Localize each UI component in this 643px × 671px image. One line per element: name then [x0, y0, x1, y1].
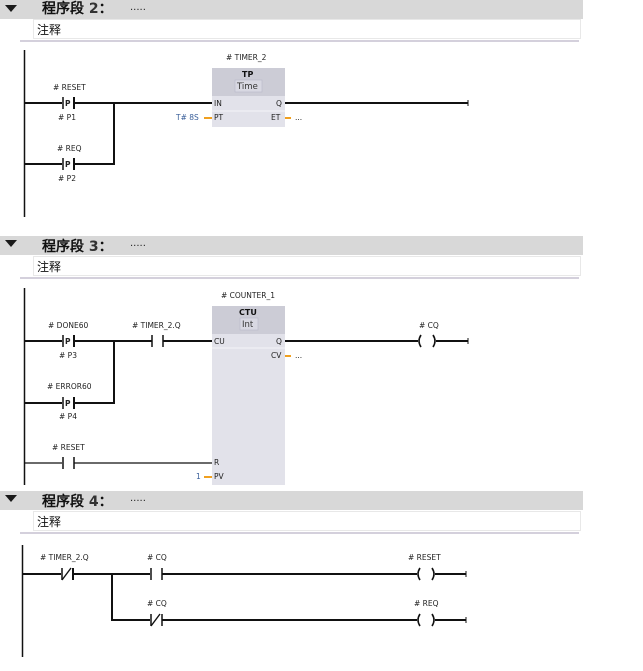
svg-text:P: P: [65, 399, 71, 408]
contact-operand[interactable]: # DONE60: [48, 321, 88, 330]
svg-text:Int: Int: [242, 320, 254, 330]
ctu-counter-block[interactable]: # COUNTER_1 CTU Int CU Q CV R PV: [212, 291, 285, 485]
separator: [20, 277, 579, 279]
p-contact-error60[interactable]: P: [62, 397, 75, 409]
block-instance-name[interactable]: # COUNTER_1: [221, 291, 275, 300]
pv-value[interactable]: 1: [196, 472, 201, 481]
separator: [20, 40, 579, 42]
network-comment-4[interactable]: 注释: [33, 511, 581, 531]
pin-q: Q: [276, 99, 282, 108]
coil-operand[interactable]: # REQ: [414, 599, 439, 608]
coil-operand[interactable]: # RESET: [408, 553, 441, 562]
block-type: CTU: [239, 308, 257, 317]
pin-pt: PT: [214, 113, 224, 122]
nc-contact-timer2-q[interactable]: [61, 567, 74, 581]
contact-operand[interactable]: # RESET: [53, 83, 86, 92]
collapse-triangle-icon[interactable]: [5, 5, 17, 12]
network-header-2[interactable]: 程序段 2： .....: [0, 0, 583, 19]
contact-operand[interactable]: # ERROR60: [47, 382, 92, 391]
nc-contact-cq[interactable]: [150, 613, 163, 627]
edge-memory-operand[interactable]: # P4: [59, 412, 77, 421]
separator: [20, 532, 579, 534]
no-contact-cq[interactable]: [150, 568, 163, 580]
pin-cv: CV: [271, 351, 282, 360]
edge-memory-operand[interactable]: # P1: [58, 113, 76, 122]
et-value[interactable]: ...: [295, 113, 302, 122]
contact-operand[interactable]: # CQ: [147, 599, 167, 608]
coil-req[interactable]: [417, 613, 435, 627]
network-2-ladder: P # RESET # P1 P # REQ # P2 # TIMER_2 TP…: [23, 50, 469, 217]
edge-memory-operand[interactable]: # P3: [59, 351, 77, 360]
block-type: TP: [242, 70, 253, 79]
tp-timer-block[interactable]: # TIMER_2 TP Time IN Q PT ET: [212, 53, 285, 127]
network-title: 程序段 3：: [42, 239, 113, 255]
comment-text: 注释: [37, 515, 62, 529]
contact-operand[interactable]: # CQ: [147, 553, 167, 562]
comment-text: 注释: [37, 23, 62, 37]
contact-operand[interactable]: # REQ: [57, 144, 82, 153]
svg-text:Time: Time: [236, 82, 258, 92]
svg-text:P: P: [65, 160, 71, 169]
network-3-ladder: P # DONE60 # P3 P # ERROR60 # P4 # TIMER…: [23, 288, 469, 485]
network-title: 程序段 2：: [42, 1, 113, 17]
collapse-triangle-icon[interactable]: [5, 495, 17, 502]
no-contact-timer2-q[interactable]: [151, 335, 164, 347]
network-4-ladder: # TIMER_2.Q # CQ # CQ # RESET # REQ: [21, 545, 467, 657]
contact-operand[interactable]: # TIMER_2.Q: [132, 321, 181, 330]
pt-value[interactable]: T# 8S: [175, 113, 199, 122]
comment-text: 注释: [37, 260, 62, 274]
no-contact-reset[interactable]: [62, 457, 75, 469]
svg-text:P: P: [65, 99, 71, 108]
cv-value[interactable]: ...: [295, 351, 302, 360]
p-contact-done60[interactable]: P: [62, 335, 75, 347]
p-contact-reset[interactable]: P: [62, 97, 75, 109]
network-header-3[interactable]: 程序段 3： .....: [0, 236, 583, 255]
network-title: 程序段 4：: [42, 494, 113, 510]
block-instance-name[interactable]: # TIMER_2: [226, 53, 267, 62]
coil-cq[interactable]: [418, 334, 436, 348]
coil-reset[interactable]: [417, 567, 435, 581]
coil-operand[interactable]: # CQ: [419, 321, 439, 330]
edge-memory-operand[interactable]: # P2: [58, 174, 76, 183]
network-comment-3[interactable]: 注释: [33, 256, 581, 276]
svg-text:P: P: [65, 337, 71, 346]
pin-r: R: [214, 458, 219, 467]
pin-q: Q: [276, 337, 282, 346]
pin-in: IN: [214, 99, 222, 108]
network-title-dots[interactable]: .....: [130, 238, 146, 249]
contact-operand[interactable]: # RESET: [52, 443, 85, 452]
pin-et: ET: [271, 113, 281, 122]
network-header-4[interactable]: 程序段 4： .....: [0, 491, 583, 510]
datatype-selector[interactable]: [234, 79, 263, 93]
network-title-dots[interactable]: .....: [130, 2, 146, 13]
pin-cu: CU: [214, 337, 225, 346]
collapse-triangle-icon[interactable]: [5, 240, 17, 247]
pin-pv: PV: [214, 472, 225, 481]
contact-operand[interactable]: # TIMER_2.Q: [40, 553, 89, 562]
datatype-selector[interactable]: [239, 317, 259, 331]
p-contact-req[interactable]: P: [62, 158, 75, 170]
network-title-dots[interactable]: .....: [130, 493, 146, 504]
network-comment-2[interactable]: 注释: [33, 19, 581, 39]
